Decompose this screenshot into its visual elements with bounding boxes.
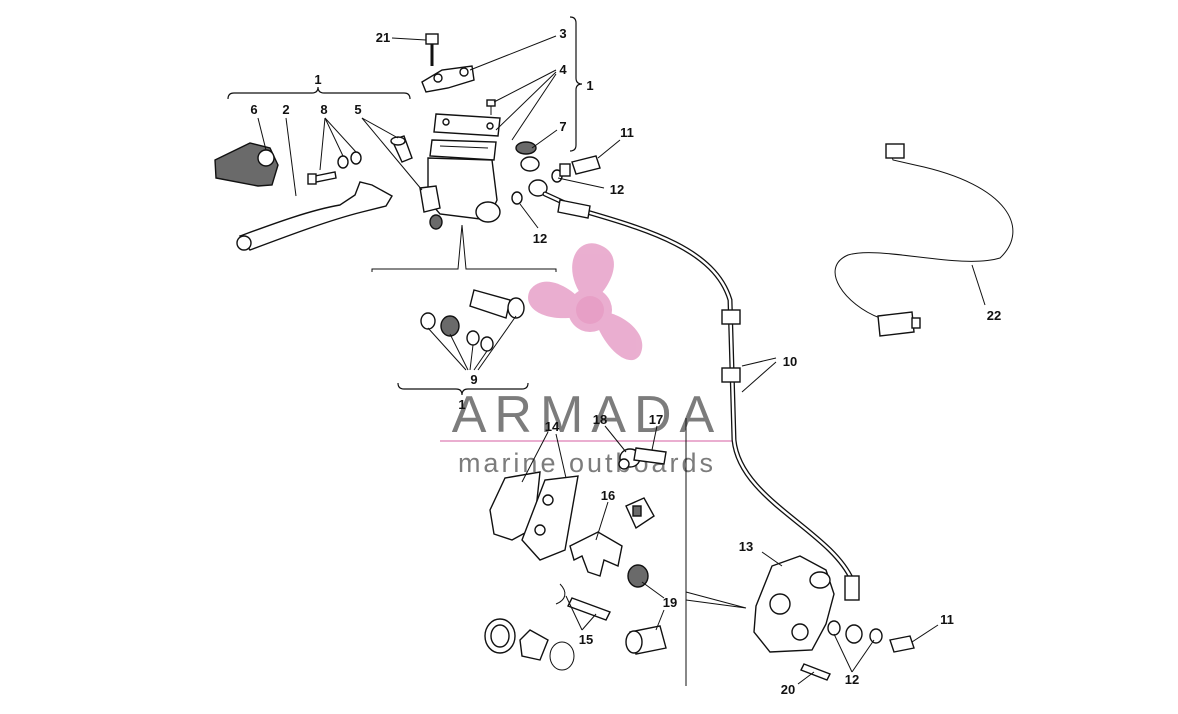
leader-lines (257, 35, 986, 685)
label-20: 20 (781, 682, 795, 697)
label-18: 18 (593, 412, 607, 427)
handlebar-clamp (421, 65, 475, 93)
brake-pads-14 (489, 471, 579, 561)
brace-group-9-bottom (397, 382, 529, 396)
label-3: 3 (559, 26, 566, 41)
label-8: 8 (320, 102, 327, 117)
label-13: 13 (739, 539, 753, 554)
label-4: 4 (559, 62, 567, 77)
callout-frame-caliper (685, 418, 747, 686)
label-1-top: 1 (314, 72, 321, 87)
part-labels: 1 1 1 2 3 4 5 6 7 8 9 10 11 11 12 12 12 … (250, 26, 1001, 697)
label-19: 19 (663, 595, 677, 610)
master-cylinder (419, 157, 501, 230)
pivot-pin-5 (390, 135, 413, 163)
label-5: 5 (354, 102, 361, 117)
reservoir-cap (433, 113, 501, 137)
label-11-lower: 11 (940, 612, 954, 627)
label-11-upper: 11 (620, 125, 634, 140)
watermark-brand: ARMADA (452, 386, 722, 444)
label-6: 6 (250, 102, 257, 117)
banjo-fitting-upper (511, 155, 601, 205)
label-1-right: 1 (586, 78, 593, 93)
brake-hose-10 (542, 191, 860, 601)
watermark-tagline: marine outboards (458, 448, 716, 478)
brake-caliper-13 (753, 555, 915, 681)
label-12-mid: 12 (533, 231, 547, 246)
callout-frame-master (371, 224, 557, 272)
reservoir-diaphragm (429, 139, 497, 161)
label-21: 21 (376, 30, 390, 45)
label-10: 10 (783, 354, 797, 369)
lever-guard (214, 142, 279, 187)
label-17: 17 (649, 412, 663, 427)
armada-watermark: ARMADA marine outboards (440, 243, 735, 478)
label-15: 15 (579, 632, 593, 647)
bleed-valve-17-18 (618, 447, 667, 470)
pad-pin-15 (555, 583, 611, 621)
label-12-upper: 12 (610, 182, 624, 197)
label-12-lower: 12 (845, 672, 859, 687)
caliper-pistons (484, 618, 575, 671)
reservoir-boot-7 (515, 141, 540, 172)
lever-bolt (307, 171, 337, 185)
cap-screw-4 (486, 99, 496, 115)
label-2: 2 (282, 102, 289, 117)
label-16: 16 (601, 488, 615, 503)
piston-kit-9 (420, 289, 525, 352)
anti-rattle-spring-16 (569, 497, 655, 577)
propeller-logo-icon (528, 243, 643, 361)
brace-group-1-right (569, 16, 583, 152)
label-14: 14 (545, 419, 560, 434)
brake-light-switch-cable-22 (834, 143, 1014, 337)
label-1-lower: 1 (458, 397, 465, 412)
label-7: 7 (559, 119, 566, 134)
clamp-bolt-21 (425, 33, 439, 66)
washer-8 (337, 151, 362, 169)
brake-lever (236, 181, 393, 251)
brace-group-1-top (227, 86, 411, 100)
slide-bushings-19 (625, 564, 667, 655)
label-9: 9 (470, 372, 477, 387)
label-22: 22 (987, 308, 1001, 323)
